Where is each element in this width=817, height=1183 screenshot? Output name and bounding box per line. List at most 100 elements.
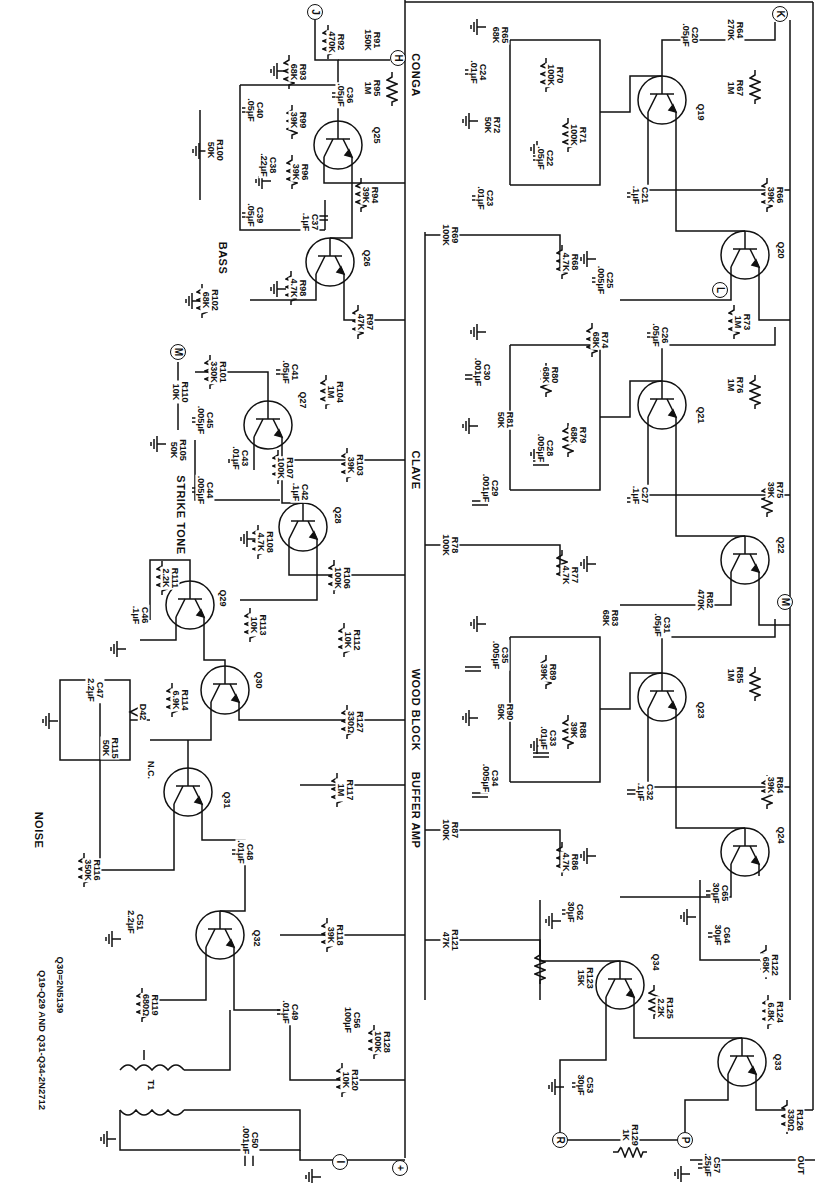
component-label: C27 .1μF	[631, 485, 650, 506]
terminal-letter: H	[390, 50, 406, 66]
component-symbol	[186, 293, 201, 309]
wire	[184, 1010, 230, 1070]
parts-note: Q30=2N5139	[55, 955, 65, 1016]
component-label: C62 30μF	[566, 900, 585, 923]
component-label: R120 10K	[341, 1068, 360, 1092]
component-symbol	[387, 72, 397, 106]
wire	[120, 1110, 184, 1115]
component-label: R123 15K	[576, 966, 595, 990]
component-symbol	[721, 536, 769, 584]
component-symbol	[721, 828, 769, 876]
component-label: R119 680Ω	[141, 993, 160, 1017]
component-label: R68 4.7K	[561, 251, 580, 272]
component-label: C34 .005μF	[481, 763, 500, 794]
section-label: STRIKE TONE	[174, 473, 186, 556]
component-symbol	[244, 401, 292, 449]
component-label: C36 .05μF	[336, 82, 355, 108]
component-label: C57 .25μF	[703, 1152, 722, 1178]
component-label: C56 100μF	[343, 1006, 362, 1034]
wire	[685, 1086, 728, 1132]
component-symbol	[314, 121, 362, 169]
component-label: R73 1M	[733, 313, 752, 332]
terminal-letter: P	[677, 1132, 693, 1148]
wire	[187, 740, 189, 768]
component-label: C49 .01μF	[281, 999, 300, 1025]
component-symbol	[463, 113, 478, 129]
wire	[120, 1065, 184, 1070]
component-label: C26 .05μF	[651, 322, 670, 348]
section-label: CONGA	[409, 51, 421, 98]
component-label: R91 150K	[363, 28, 382, 52]
component-label: R129 1K	[621, 1123, 640, 1147]
component-label: OUT	[795, 1155, 804, 1176]
wire	[253, 449, 255, 470]
component-symbol	[463, 710, 478, 726]
component-label: R125 2.2K	[656, 996, 675, 1020]
section-label: CLAVE	[409, 449, 421, 492]
component-label: R110 10K	[171, 380, 190, 403]
component-label: Q28	[332, 505, 341, 524]
component-label: R82 470K	[696, 588, 715, 612]
component-label: R86 4.7K	[561, 851, 580, 872]
component-label: R83 68K	[601, 609, 620, 628]
component-symbol	[581, 251, 596, 267]
component-label: R74 68K	[591, 331, 610, 350]
component-label: R71 100K	[569, 123, 588, 147]
component-label: N.C.	[145, 760, 154, 780]
component-label: R113 10K	[249, 613, 268, 636]
component-label: Q19	[695, 102, 704, 121]
component-label: R87 100K	[441, 818, 460, 842]
component-label: Q23	[695, 700, 704, 719]
component-symbol	[279, 503, 327, 551]
component-label: Q33	[772, 1052, 781, 1071]
component-label: C65 30μF	[711, 881, 730, 904]
component-symbol	[106, 931, 121, 947]
component-label: Q21	[695, 405, 704, 424]
component-label: R80 68K	[541, 366, 560, 385]
component-label: C46 .1μF	[131, 605, 150, 626]
component-symbol	[750, 375, 760, 409]
wire	[662, 22, 775, 76]
wire	[100, 680, 174, 870]
component-label: C21 .1μF	[631, 185, 650, 206]
component-label: C53 30μF	[576, 1073, 595, 1096]
wire	[150, 560, 190, 620]
component-label: C30 .001μF	[473, 357, 492, 388]
component-label: Q27	[297, 390, 306, 409]
component-label: C44 .005μF	[196, 475, 215, 506]
component-label: C39 .05μF	[246, 202, 265, 228]
component-symbol	[201, 666, 249, 714]
wire	[344, 286, 405, 320]
component-label: R66 39K	[766, 186, 785, 205]
component-label: Q32	[251, 928, 260, 947]
component-label: R106 100K	[333, 566, 352, 590]
component-symbol	[306, 1169, 321, 1183]
component-symbol	[638, 673, 686, 721]
component-label: C51 2.2μF	[126, 909, 145, 935]
component-label: R85 1M	[726, 666, 745, 685]
wire	[676, 721, 745, 828]
wire	[143, 1050, 145, 1060]
wire	[404, 0, 406, 1158]
component-label: C32 .1μF	[636, 782, 655, 803]
component-label: R111 2.2K	[161, 567, 180, 590]
left-stages	[43, 20, 405, 1183]
component-label: R75 39K	[766, 481, 785, 500]
component-symbol	[718, 1038, 766, 1086]
component-label: C33 .01μF	[539, 725, 558, 751]
component-symbol	[581, 848, 596, 864]
wire	[510, 345, 600, 490]
symbol-group	[425, 616, 790, 897]
component-label: C38 .22μF	[259, 152, 278, 178]
component-label: R99 39K	[289, 111, 308, 130]
terminal-letter: M	[777, 594, 793, 610]
component-label: R121 47K	[441, 928, 460, 952]
component-label: C31 .05μF	[653, 612, 672, 638]
component-symbol	[151, 436, 166, 452]
component-label: C20 .05μF	[681, 22, 700, 48]
wire	[234, 959, 405, 1080]
component-symbol	[596, 961, 644, 1009]
component-label: R101 330K	[209, 360, 228, 384]
component-label: R88 39K	[569, 721, 588, 740]
terminal-letter: +	[392, 1160, 408, 1176]
